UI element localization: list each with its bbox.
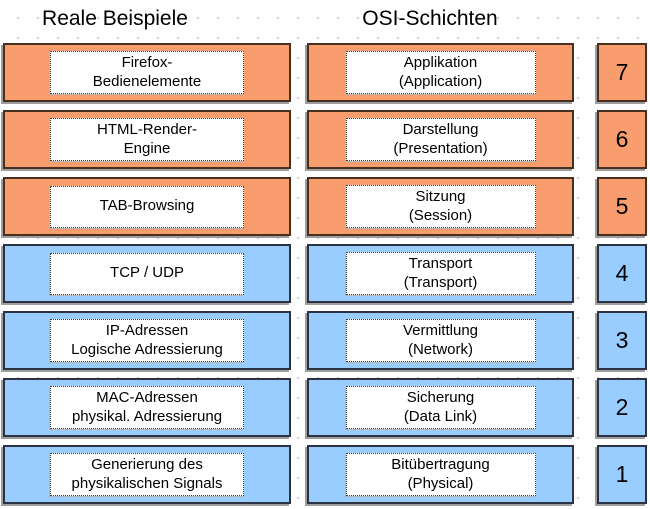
osi-layer-box: Bitübertragung (Physical) xyxy=(307,445,574,504)
example-label: MAC-Adressen physikal. Adressierung xyxy=(50,386,244,429)
example-box: Firefox- Bedienelemente xyxy=(3,43,291,102)
layer-row-2: MAC-Adressen physikal. Adressierung Sich… xyxy=(0,378,650,437)
osi-layer-box: Sicherung (Data Link) xyxy=(307,378,574,437)
example-label: TAB-Browsing xyxy=(50,185,244,228)
layer-number: 6 xyxy=(597,110,647,169)
example-label: IP-Adressen Logische Adressierung xyxy=(50,319,244,362)
example-box: TAB-Browsing xyxy=(3,177,291,236)
example-box: IP-Adressen Logische Adressierung xyxy=(3,311,291,370)
example-label: Generierung des physikalischen Signals xyxy=(50,453,244,496)
example-box: TCP / UDP xyxy=(3,244,291,303)
layer-number: 1 xyxy=(597,445,647,504)
column-header-examples: Reale Beispiele xyxy=(42,7,188,30)
layer-row-4: TCP / UDP Transport (Transport) 4 xyxy=(0,244,650,303)
osi-layer-box: Vermittlung (Network) xyxy=(307,311,574,370)
osi-layer-label: Transport (Transport) xyxy=(345,252,536,295)
osi-layer-box: Darstellung (Presentation) xyxy=(307,110,574,169)
layer-row-6: HTML-Render- Engine Darstellung (Present… xyxy=(0,110,650,169)
example-box: HTML-Render- Engine xyxy=(3,110,291,169)
example-label: TCP / UDP xyxy=(50,252,244,295)
osi-layer-box: Transport (Transport) xyxy=(307,244,574,303)
osi-layer-label: Sicherung (Data Link) xyxy=(345,386,536,429)
layer-row-1: Generierung des physikalischen Signals B… xyxy=(0,445,650,504)
example-box: MAC-Adressen physikal. Adressierung xyxy=(3,378,291,437)
osi-layer-box: Sitzung (Session) xyxy=(307,177,574,236)
osi-layer-box: Applikation (Application) xyxy=(307,43,574,102)
osi-layer-label: Bitübertragung (Physical) xyxy=(345,453,536,496)
layer-number: 3 xyxy=(597,311,647,370)
layer-row-3: IP-Adressen Logische Adressierung Vermit… xyxy=(0,311,650,370)
layer-row-7: Firefox- Bedienelemente Applikation (App… xyxy=(0,43,650,102)
example-label: HTML-Render- Engine xyxy=(50,118,244,161)
example-box: Generierung des physikalischen Signals xyxy=(3,445,291,504)
osi-layer-label: Vermittlung (Network) xyxy=(345,319,536,362)
osi-layer-label: Darstellung (Presentation) xyxy=(345,118,536,161)
osi-layer-label: Sitzung (Session) xyxy=(345,185,536,228)
example-label: Firefox- Bedienelemente xyxy=(50,51,244,94)
layer-number: 2 xyxy=(597,378,647,437)
layer-number: 4 xyxy=(597,244,647,303)
layer-row-5: TAB-Browsing Sitzung (Session) 5 xyxy=(0,177,650,236)
osi-layer-label: Applikation (Application) xyxy=(345,51,536,94)
layer-number: 7 xyxy=(597,43,647,102)
column-header-osi: OSI-Schichten xyxy=(362,7,498,30)
layer-number: 5 xyxy=(597,177,647,236)
